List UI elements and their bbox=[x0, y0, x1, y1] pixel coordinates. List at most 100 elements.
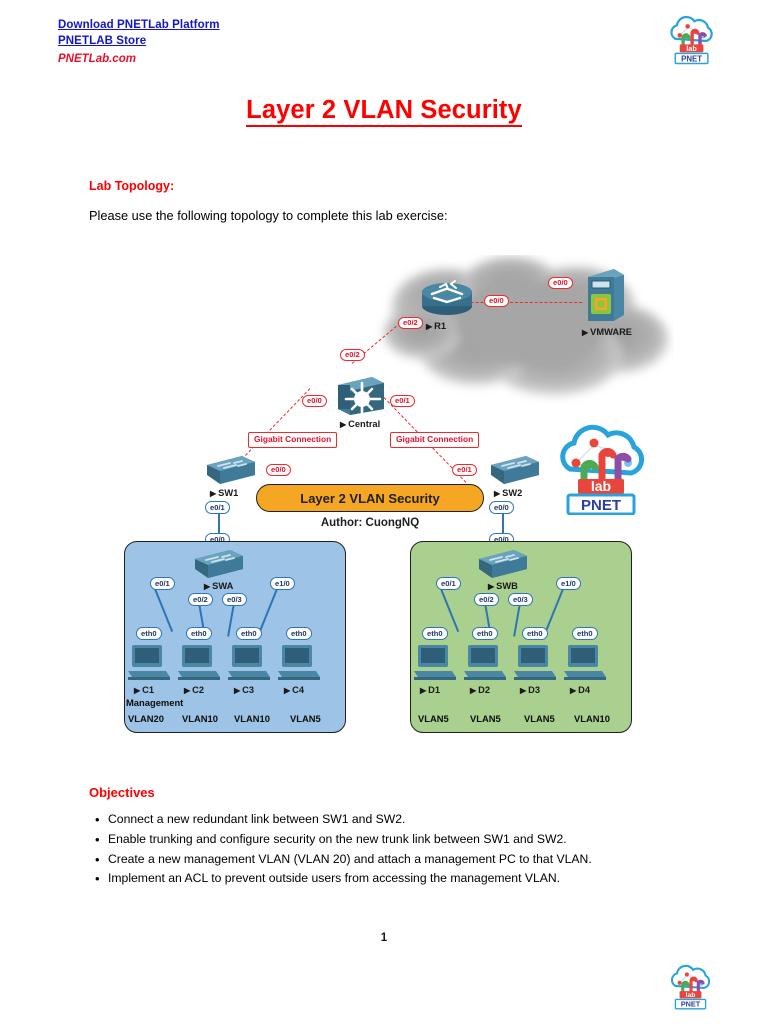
triangle-marker-icon: ▶ bbox=[494, 489, 501, 498]
node-label-c3: ▶C3 bbox=[234, 685, 255, 695]
pc-c2-icon bbox=[178, 645, 220, 680]
interface-central-to-r1: e0/2 bbox=[340, 349, 365, 362]
svg-text:lab: lab bbox=[686, 992, 696, 999]
link-r1-vmware bbox=[446, 302, 582, 303]
triangle-marker-icon: ▶ bbox=[134, 686, 141, 695]
vlan-label-d3: VLAN5 bbox=[524, 713, 555, 724]
node-label-sw1: ▶SW1 bbox=[210, 488, 239, 498]
pc-c4-icon bbox=[278, 645, 320, 680]
node-label-sw2: ▶SW2 bbox=[494, 488, 523, 498]
triangle-marker-icon: ▶ bbox=[426, 322, 433, 331]
pnet-logo-watermark-icon: lab PNET bbox=[560, 424, 645, 515]
triangle-marker-icon: ▶ bbox=[340, 420, 347, 429]
node-label-d3: ▶D3 bbox=[520, 685, 541, 695]
vlan-label-d2: VLAN5 bbox=[470, 713, 501, 724]
topology-banner-label: Layer 2 VLAN Security bbox=[300, 490, 440, 506]
link-sw1-swa bbox=[218, 507, 220, 547]
interface-r1-to-central: e0/2 bbox=[398, 317, 423, 330]
node-label-vmware: ▶VMWARE bbox=[582, 327, 632, 337]
server-vmware-icon bbox=[588, 269, 624, 321]
node-label-c2: ▶C2 bbox=[184, 685, 205, 695]
svg-text:lab: lab bbox=[686, 44, 697, 53]
vlan-label-d1: VLAN5 bbox=[418, 713, 449, 724]
interface-swa-c4: e1/0 bbox=[270, 577, 295, 591]
page-title-text: Layer 2 VLAN Security bbox=[246, 96, 522, 127]
pc-c3-icon bbox=[228, 645, 270, 680]
objective-item: Create a new management VLAN (VLAN 20) a… bbox=[92, 849, 692, 870]
triangle-marker-icon: ▶ bbox=[284, 686, 291, 695]
network-topology-diagram: ▶R1 ▶VMWARE e0/2 e0/0 e0/0 e0/2 bbox=[88, 245, 680, 745]
interface-central-to-sw1: e0/0 bbox=[302, 395, 327, 408]
switch-swb-icon bbox=[479, 550, 527, 578]
switch-central-icon bbox=[338, 377, 384, 417]
vlan-label-c1: VLAN20 bbox=[128, 713, 164, 724]
switch-sw1-icon bbox=[207, 456, 255, 484]
node-label-d1: ▶D1 bbox=[420, 685, 441, 695]
node-label-d2: ▶D2 bbox=[470, 685, 491, 695]
switch-swa-icon bbox=[195, 550, 243, 578]
svg-text:PNET: PNET bbox=[681, 1000, 701, 1009]
node-label-d4: ▶D4 bbox=[570, 685, 591, 695]
objective-item: Enable trunking and configure security o… bbox=[92, 829, 692, 850]
interface-vmware-to-r1: e0/0 bbox=[548, 277, 573, 290]
node-label-central: ▶Central bbox=[340, 419, 381, 429]
link-sw2-swb bbox=[502, 507, 504, 547]
interface-swa-c1: e0/1 bbox=[150, 577, 175, 591]
pnet-logo-icon: lab PNET bbox=[670, 15, 713, 65]
interface-d4-eth0: eth0 bbox=[572, 627, 598, 641]
interface-sw2-to-central: e0/1 bbox=[452, 464, 477, 477]
pc-d3-icon bbox=[514, 645, 556, 680]
objectives-list: Connect a new redundant link between SW1… bbox=[92, 809, 692, 889]
topology-banner: Layer 2 VLAN Security bbox=[256, 484, 484, 512]
triangle-marker-icon: ▶ bbox=[520, 686, 527, 695]
switch-sw2-icon bbox=[491, 456, 539, 484]
gigabit-connection-label-left: Gigabit Connection bbox=[248, 432, 338, 448]
interface-c3-eth0: eth0 bbox=[236, 627, 262, 641]
triangle-marker-icon: ▶ bbox=[582, 328, 589, 337]
lab-topology-description: Please use the following topology to com… bbox=[89, 208, 448, 223]
interface-swb-d2: e0/2 bbox=[474, 593, 499, 607]
download-pnetlab-platform-link[interactable]: Download PNETLab Platform bbox=[58, 19, 220, 31]
objective-item: Connect a new redundant link between SW1… bbox=[92, 809, 692, 830]
triangle-marker-icon: ▶ bbox=[470, 686, 477, 695]
gigabit-connection-label-right: Gigabit Connection bbox=[390, 432, 480, 448]
interface-swa-c2: e0/2 bbox=[188, 593, 213, 607]
interface-d2-eth0: eth0 bbox=[472, 627, 498, 641]
interface-sw1-to-swa: e0/1 bbox=[205, 501, 230, 515]
interface-c1-eth0: eth0 bbox=[136, 627, 162, 641]
svg-text:lab: lab bbox=[591, 478, 611, 494]
pnetlab-store-link[interactable]: PNETLAB Store bbox=[58, 35, 147, 48]
interface-swa-c3: e0/3 bbox=[222, 593, 247, 607]
pnet-logo-footer-icon: lab PNET bbox=[670, 964, 711, 1010]
svg-text:PNET: PNET bbox=[581, 497, 621, 514]
triangle-marker-icon: ▶ bbox=[184, 686, 191, 695]
interface-swb-d1: e0/1 bbox=[436, 577, 461, 591]
interface-r1-to-vmware: e0/0 bbox=[484, 295, 509, 308]
interface-swb-d3: e0/3 bbox=[508, 593, 533, 607]
page-title: Layer 2 VLAN Security bbox=[0, 96, 768, 127]
interface-d1-eth0: eth0 bbox=[422, 627, 448, 641]
svg-text:PNET: PNET bbox=[681, 54, 702, 63]
pc-d1-icon bbox=[414, 645, 456, 680]
vlan-management-label: Management bbox=[126, 697, 184, 708]
objectives-heading: Objectives bbox=[89, 785, 155, 800]
vlan-label-c3: VLAN10 bbox=[234, 713, 270, 724]
triangle-marker-icon: ▶ bbox=[210, 489, 217, 498]
page-number: 1 bbox=[380, 932, 388, 944]
triangle-marker-icon: ▶ bbox=[488, 582, 495, 591]
node-label-swb: ▶SWB bbox=[488, 581, 518, 591]
triangle-marker-icon: ▶ bbox=[204, 582, 211, 591]
objective-item: Implement an ACL to prevent outside user… bbox=[92, 868, 692, 889]
vlan-label-c4: VLAN5 bbox=[290, 713, 321, 724]
node-label-swa: ▶SWA bbox=[204, 581, 234, 591]
interface-sw1-to-central: e0/0 bbox=[266, 464, 291, 477]
interface-sw2-to-swb: e0/0 bbox=[489, 501, 514, 515]
pc-c1-icon bbox=[128, 645, 170, 680]
vlan-label-d4: VLAN10 bbox=[574, 713, 610, 724]
node-label-c4: ▶C4 bbox=[284, 685, 305, 695]
interface-central-to-sw2: e0/1 bbox=[390, 395, 415, 408]
pnetlab-site-text: PNETLab.com bbox=[58, 52, 136, 65]
topology-author: Author: CuongNQ bbox=[320, 517, 420, 529]
vlan-label-c2: VLAN10 bbox=[182, 713, 218, 724]
